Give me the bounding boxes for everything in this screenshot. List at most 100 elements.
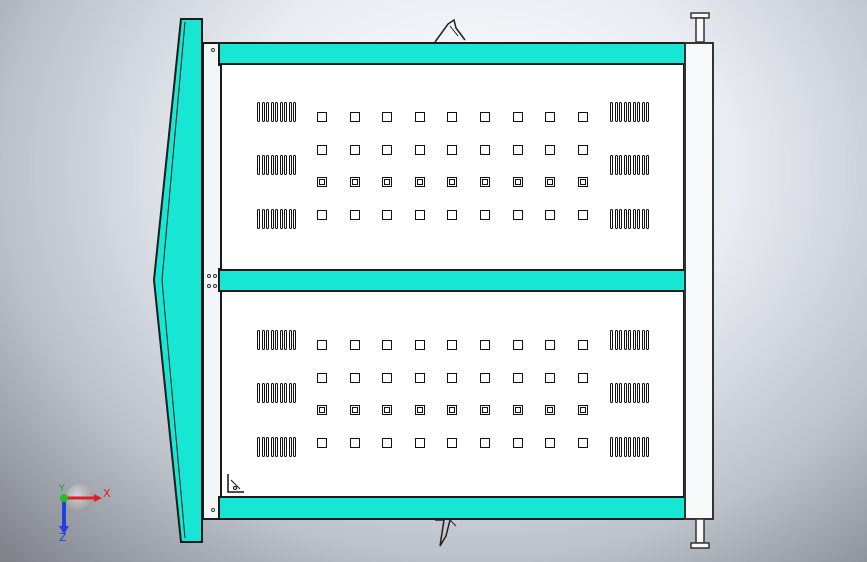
vent-slot — [284, 209, 287, 229]
bolt-hole — [211, 48, 215, 52]
square-hole — [349, 438, 360, 448]
vent-slot — [619, 383, 622, 403]
square-hole — [545, 373, 556, 383]
vent-slot — [610, 437, 613, 457]
middle-frame-bar — [218, 268, 686, 292]
vent-slot — [619, 330, 622, 350]
square-hole — [382, 373, 393, 383]
vent-slot — [261, 330, 265, 350]
vent-slot — [610, 155, 613, 175]
vent-slot — [288, 383, 292, 403]
vent-slot — [632, 102, 636, 122]
vent-slot — [646, 102, 649, 122]
square-hole — [414, 438, 425, 448]
vent-slot — [641, 209, 645, 229]
vent-slot — [623, 437, 627, 457]
vent-slot — [261, 209, 265, 229]
vent-slot — [284, 437, 287, 457]
square-hole — [317, 340, 327, 350]
square-hole — [447, 373, 458, 383]
square-hole — [317, 438, 327, 448]
vent-slot — [646, 383, 649, 403]
vent-slot — [637, 383, 640, 403]
vent-slot — [293, 383, 296, 403]
vent-slot — [614, 330, 618, 350]
vent-slot — [614, 383, 618, 403]
vent-slot — [284, 155, 287, 175]
square-hole — [382, 112, 393, 122]
vent-slot — [266, 102, 269, 122]
vent-slot — [275, 155, 278, 175]
vent-slot — [623, 155, 627, 175]
vent-slot — [288, 209, 292, 229]
square-hole — [382, 405, 393, 415]
square-hole — [349, 177, 360, 187]
post-bottom-cap — [690, 518, 710, 549]
vent-slot — [632, 383, 636, 403]
vent-slot — [288, 330, 292, 350]
vent-slot — [628, 155, 631, 175]
square-hole — [480, 112, 490, 122]
axis-triad — [59, 484, 102, 534]
square-hole — [577, 177, 588, 187]
square-hole — [577, 373, 588, 383]
z-axis-label: Z — [59, 531, 67, 544]
square-hole — [349, 210, 360, 220]
vent-slot — [637, 209, 640, 229]
vent-slot — [637, 102, 640, 122]
square-hole — [577, 145, 588, 155]
vent-slot — [257, 155, 260, 175]
vent-slot — [619, 102, 622, 122]
bolt-hole — [213, 274, 217, 278]
square-hole — [512, 145, 523, 155]
square-hole — [545, 145, 556, 155]
square-hole — [447, 340, 458, 350]
vent-slot — [637, 437, 640, 457]
vent-slot — [623, 330, 627, 350]
vent-slot — [279, 383, 283, 403]
square-hole — [447, 210, 458, 220]
vent-slot — [646, 209, 649, 229]
vent-slot — [293, 437, 296, 457]
square-hole — [414, 340, 425, 350]
vent-slot — [270, 102, 274, 122]
vent-slot — [628, 102, 631, 122]
square-hole — [382, 438, 393, 448]
vent-slot — [628, 383, 631, 403]
square-hole — [577, 112, 588, 122]
square-hole — [349, 373, 360, 383]
square-hole — [317, 177, 327, 187]
vent-slot — [288, 155, 292, 175]
vent-slot — [646, 330, 649, 350]
vent-slot — [293, 155, 296, 175]
upper-cover-panel[interactable] — [220, 63, 685, 271]
vent-slot — [623, 209, 627, 229]
square-hole — [349, 112, 360, 122]
square-hole — [577, 405, 588, 415]
square-hole — [480, 177, 490, 187]
square-hole — [577, 438, 588, 448]
square-hole — [545, 438, 556, 448]
square-hole — [512, 373, 523, 383]
vent-slot — [628, 437, 631, 457]
vent-slot — [646, 437, 649, 457]
bolt-hole — [211, 508, 215, 512]
vent-slot — [279, 155, 283, 175]
vent-slot — [275, 330, 278, 350]
bolt-hole — [213, 284, 217, 288]
vent-slot — [279, 330, 283, 350]
square-hole — [414, 373, 425, 383]
vent-slot — [266, 383, 269, 403]
x-axis-label: X — [103, 487, 111, 500]
vent-slot — [646, 155, 649, 175]
vent-slot — [637, 330, 640, 350]
vent-slot — [293, 102, 296, 122]
vent-slot — [614, 209, 618, 229]
square-hole — [382, 340, 393, 350]
square-hole — [349, 405, 360, 415]
square-hole — [317, 112, 327, 122]
lower-cover-panel[interactable] — [220, 290, 685, 498]
vent-slot — [275, 383, 278, 403]
vent-slot — [275, 437, 278, 457]
